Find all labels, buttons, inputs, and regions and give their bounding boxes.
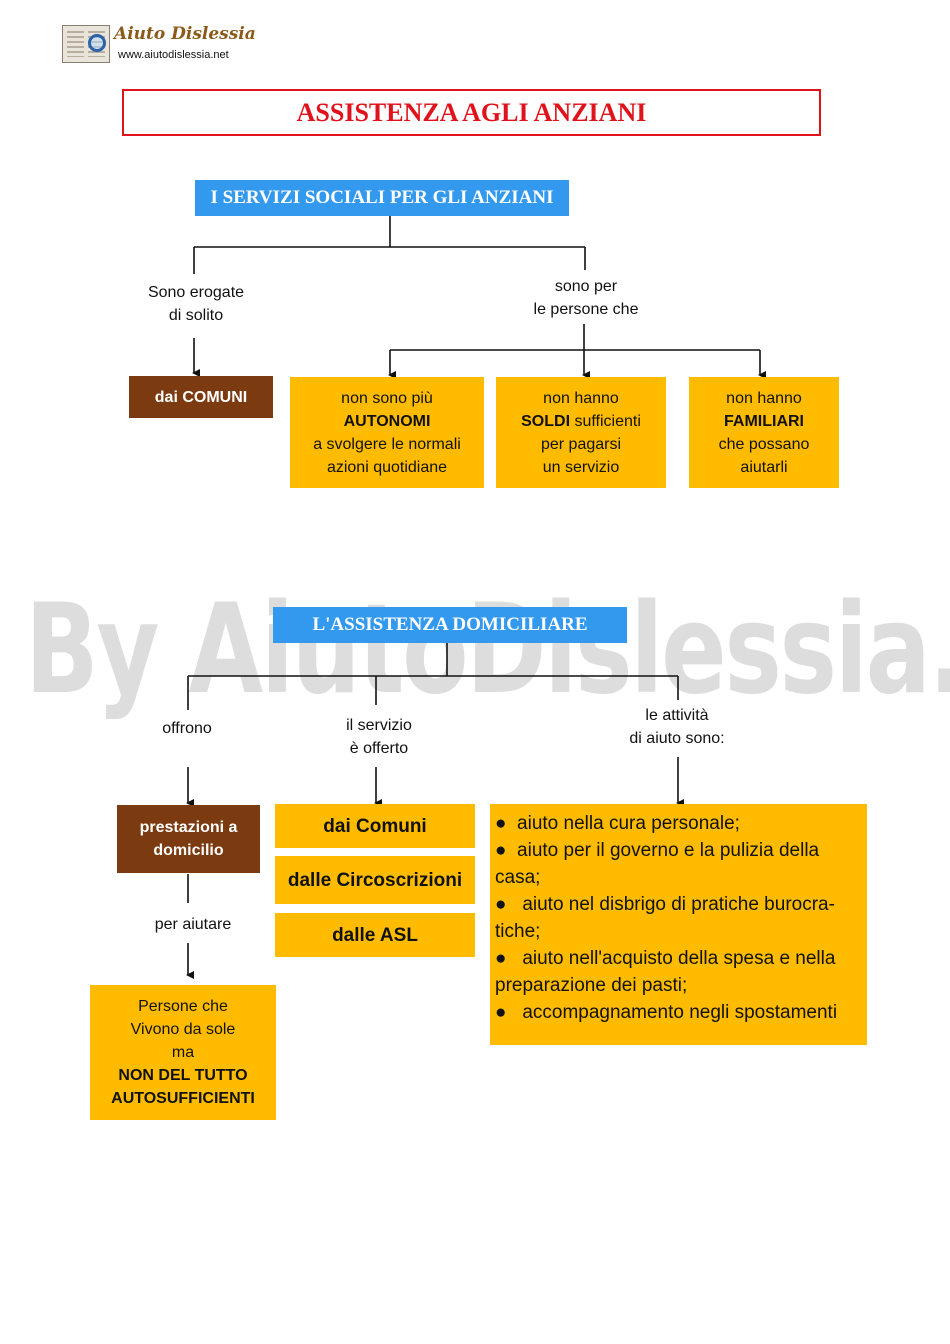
list-item: ● aiuto nel disbrigo di pratiche burocra… [495,894,835,942]
list-item: ● aiuto per il governo e la pulizia dell… [495,840,820,888]
list-item: ● accompagnamento negli spostamenti [495,1002,838,1023]
provider-comuni-2: dai Comuni [275,804,475,848]
section1-heading-text: I SERVIZI SOCIALI PER GLI ANZIANI [210,187,554,208]
box-soldi: non hanno SOLDI sufficienti per pagarsi … [496,377,666,488]
section2-heading-text: L'ASSISTENZA DOMICILIARE [312,614,588,635]
label-sono-per: sono per le persone che [533,278,639,318]
list-item: ● aiuto nella cura personale; [495,813,740,834]
section1-heading: I SERVIZI SOCIALI PER GLI ANZIANI [195,180,569,216]
provider-comuni: dai COMUNI [129,376,273,418]
provider-circoscrizioni: dalle Circoscrizioni [275,856,475,904]
service-prestazioni: prestazioni a domicilio [117,805,260,873]
box-autonomi: non sono più AUTONOMI a svolgere le norm… [290,377,484,488]
magnifier-icon [88,34,106,52]
logo: Aiuto Dislessia www.aiutodislessia.net [62,22,256,68]
box-familiari: non hanno FAMILIARI che possano aiutarli [689,377,839,488]
logo-url: www.aiutodislessia.net [118,49,229,61]
label-attivita: le attività di aiuto sono: [629,707,725,747]
label-servizio-offerto: il servizio è offerto [346,717,412,757]
label-erogate: Sono erogate di solito [147,284,245,324]
watermark: By AiutoDislessia.net [25,578,950,722]
list-item: ● aiuto nell'acquisto della spesa e nell… [495,948,836,996]
label-offrono: offrono [162,720,212,737]
label-per-aiutare: per aiutare [154,916,232,933]
page-title: ASSISTENZA AGLI ANZIANI [122,89,821,136]
section2-heading: L'ASSISTENZA DOMICILIARE [273,607,627,643]
box-target: Persone che Vivono da sole ma NON DEL TU… [90,985,276,1120]
logo-name: Aiuto Dislessia [114,24,256,44]
activities-list: ● aiuto nella cura personale; ● aiuto pe… [490,804,867,1045]
provider-asl: dalle ASL [275,913,475,957]
